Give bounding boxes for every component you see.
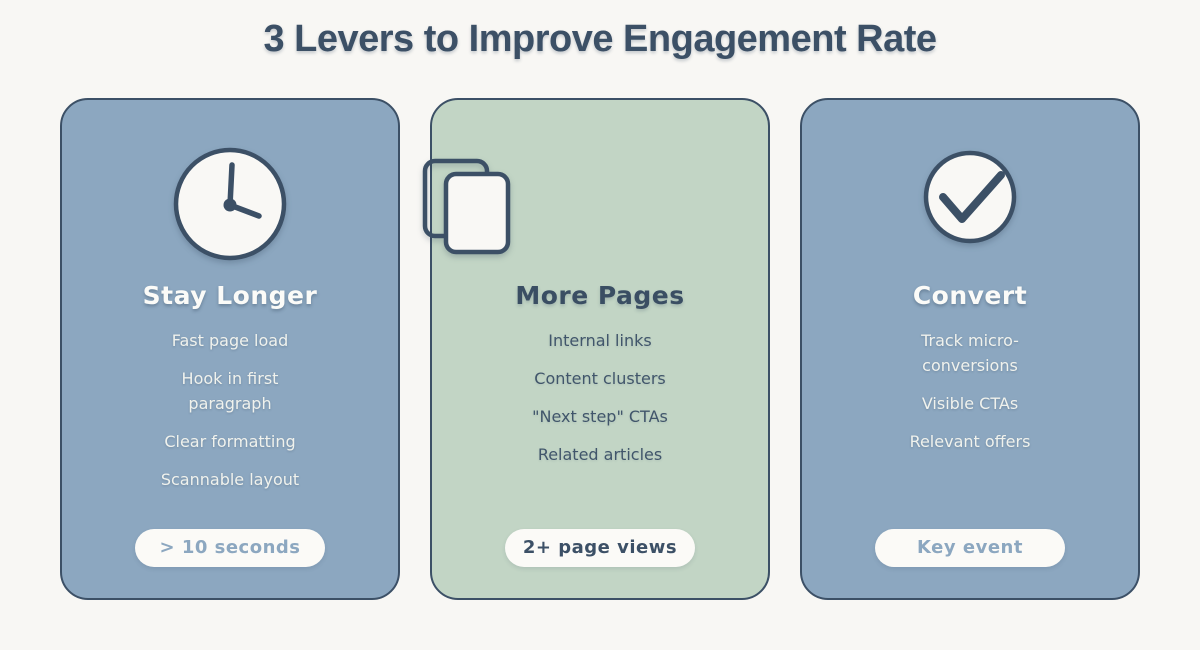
card-item: Fast page load: [171, 331, 289, 350]
card-item: Internal links: [548, 331, 652, 350]
card-item: Hook in first paragraph: [181, 369, 279, 413]
card-item: Content clusters: [534, 369, 666, 388]
page-title: 3 Levers to Improve Engagement Rate: [263, 18, 937, 60]
pages-icon: [422, 158, 514, 256]
card-title: Convert: [912, 281, 1028, 310]
card-item: Track micro- conversions: [921, 331, 1019, 375]
card-items: Fast page load Hook in first paragraph C…: [62, 328, 398, 492]
icon-area: [802, 100, 1138, 280]
clock-icon: [172, 146, 288, 262]
icon-area: [62, 100, 398, 280]
card-item: Related articles: [537, 445, 663, 464]
metric-badge: 2+ page views: [505, 529, 695, 567]
card-items: Internal links Content clusters "Next st…: [432, 328, 768, 467]
card-more-pages: More Pages Internal links Content cluste…: [422, 98, 770, 600]
card-items: Track micro- conversions Visible CTAs Re…: [802, 328, 1138, 454]
card-item: Visible CTAs: [921, 394, 1019, 413]
card-title: More Pages: [515, 281, 685, 310]
card-stay-longer: Stay Longer Fast page load Hook in first…: [60, 98, 400, 600]
metric-badge: Key event: [875, 529, 1065, 567]
card-item: Clear formatting: [164, 432, 296, 451]
card-item: Relevant offers: [909, 432, 1031, 451]
card-item: "Next step" CTAs: [532, 407, 668, 426]
icon-area: [422, 100, 768, 280]
card-title: Stay Longer: [142, 281, 318, 310]
card-convert: Convert Track micro- conversions Visible…: [800, 98, 1140, 600]
metric-badge: > 10 seconds: [135, 529, 325, 567]
check-icon: [922, 149, 1018, 245]
card-item: Scannable layout: [160, 470, 300, 489]
